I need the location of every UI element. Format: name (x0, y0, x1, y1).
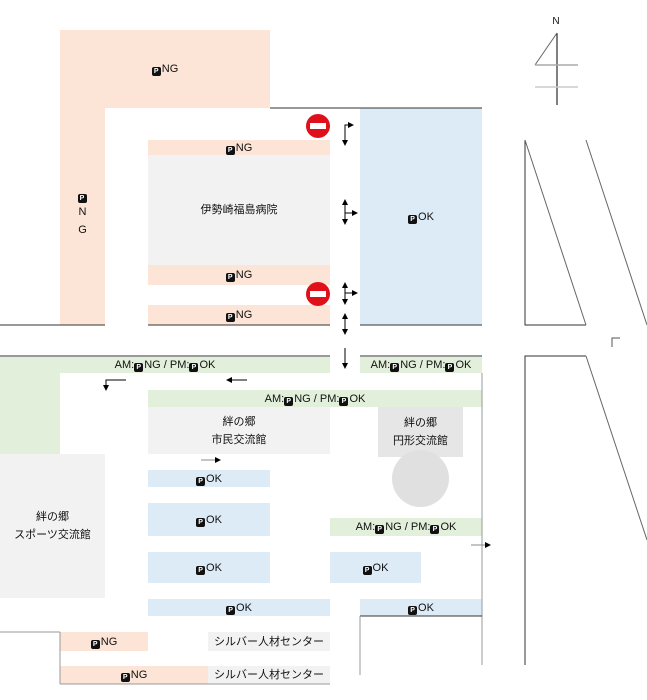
ok-label: OK (418, 210, 434, 223)
ok-label: OK (440, 521, 457, 533)
ok-label: OK (206, 472, 222, 485)
ng-label: NG (294, 392, 311, 405)
parking-icon: P (151, 67, 161, 76)
ng-letter: G (78, 224, 87, 236)
parking-icon: P (134, 363, 144, 372)
hospital-label: 伊勢崎福島病院 (200, 204, 278, 216)
building-label: シルバー人材センター (214, 669, 324, 681)
parking-icon: P (445, 363, 455, 372)
traffic-arrows (103, 122, 491, 548)
ng-label: NG (161, 63, 179, 75)
pm-label: / PM: (401, 521, 431, 533)
ok-label: OK (206, 513, 222, 526)
parking-icon: P (284, 396, 294, 406)
ng-letter: N (78, 206, 87, 218)
parking-icon: P (375, 525, 385, 534)
parking-icon: P (196, 565, 206, 575)
parking-ampm-area (0, 373, 60, 454)
parking-icon: P (196, 517, 206, 527)
building-label: シルバー人材センター (214, 635, 324, 648)
parking-icon: P (390, 363, 400, 372)
parking-icon: P (225, 145, 235, 155)
building-label: 絆の郷 (36, 511, 69, 523)
hospital-building: 伊勢崎福島病院 (148, 155, 330, 265)
ok-label: OK (199, 359, 216, 371)
compass-north-label: N (546, 15, 566, 29)
parking-icon: P (90, 639, 100, 649)
parking-icon: P (225, 273, 235, 282)
ng-label: NG (235, 309, 253, 321)
parking-icon: P (120, 673, 130, 682)
ng-label: NG (235, 141, 253, 154)
parking-icon: P (189, 363, 199, 372)
am-label: AM: (355, 521, 376, 533)
pm-label: / PM: (310, 392, 340, 405)
no-entry-icon (306, 114, 330, 138)
ng-label: NG (144, 359, 161, 371)
parking-icon: P (226, 605, 236, 615)
sports-center-building: 絆の郷スポーツ交流館 (0, 454, 105, 598)
ok-label: OK (349, 392, 366, 405)
north-text: N (552, 16, 560, 27)
parking-icon: P (225, 313, 235, 322)
pm-label: / PM: (160, 359, 190, 371)
am-label: AM: (370, 359, 391, 371)
ok-label: OK (455, 359, 472, 371)
ok-label: OK (236, 601, 252, 614)
ok-label: OK (418, 601, 434, 614)
building-label: 円形交流館 (393, 435, 448, 447)
round-hall-dome (392, 450, 449, 507)
building-label: スポーツ交流館 (14, 529, 91, 541)
civic-center-building: 絆の郷市民交流館 (148, 407, 330, 454)
am-label: AM: (264, 392, 285, 405)
parking-icon: P (408, 605, 418, 615)
ng-label: NG (385, 521, 402, 533)
ok-label: OK (206, 561, 222, 574)
ok-label: OK (372, 561, 389, 574)
ng-label: NG (130, 669, 148, 681)
silver-center-building: シルバー人材センター (208, 632, 330, 651)
ng-label: NG (100, 635, 118, 648)
parking-icon: P (77, 194, 87, 203)
parking-icon: P (362, 565, 372, 575)
building-label: 市民交流館 (211, 433, 267, 446)
no-entry-icon (306, 282, 330, 306)
ng-label: NG (235, 269, 253, 281)
ng-label: NG (400, 359, 417, 371)
silver-center-building: シルバー人材センター (208, 666, 330, 684)
parking-icon: P (430, 525, 440, 534)
pm-label: / PM: (416, 359, 446, 371)
parking-icon: P (408, 214, 418, 224)
am-label: AM: (114, 359, 135, 371)
round-hall-building: 絆の郷円形交流館 (378, 407, 463, 457)
parking-ng-west: P N G (60, 108, 105, 325)
building-label: 絆の郷 (404, 417, 437, 429)
parking-icon: P (196, 476, 206, 486)
building-label: 絆の郷 (222, 415, 256, 428)
parking-icon: P (339, 396, 349, 406)
